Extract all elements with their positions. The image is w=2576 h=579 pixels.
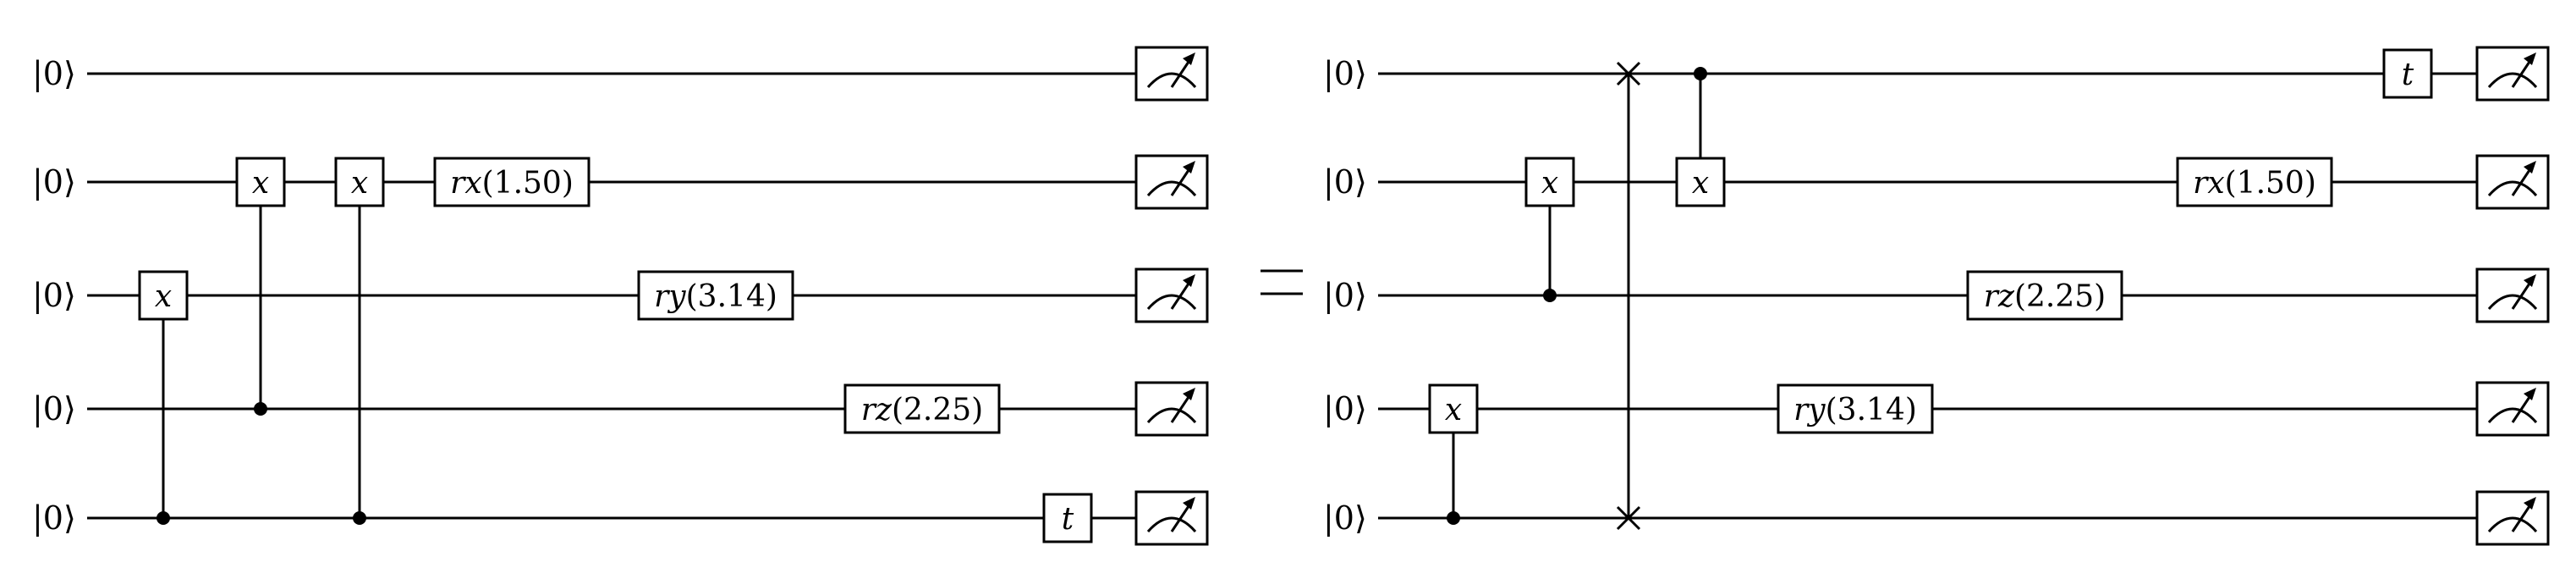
right-gate-label-7: t: [2402, 58, 2414, 92]
left-gate-label-3: rx(1.50): [450, 166, 574, 201]
right-control-dot-0: [1447, 511, 1460, 525]
right-measurement-2: [2475, 267, 2550, 323]
left-ket-4: |0⟩: [32, 499, 76, 537]
meter-arrowhead-icon: [2524, 52, 2536, 65]
left-circuit: |0⟩ |0⟩ |0⟩ |0⟩ |0⟩ x x x rx(1.50) ry(3.14) rz(2.2…: [32, 46, 1209, 546]
right-gate-label-5: rz(2.25): [1984, 279, 2106, 314]
left-gate-label-4: ry(3.14): [654, 279, 777, 314]
meter-arrowhead-icon: [1183, 274, 1195, 287]
left-gate-box-3: [433, 157, 590, 207]
right-gate-label-3: x: [1692, 166, 1709, 201]
right-gate-box-5: [1966, 270, 2123, 321]
left-gate-box-5: [843, 383, 1001, 434]
left-measurement-1: [1134, 154, 1209, 210]
right-control-dot-1: [1543, 289, 1557, 302]
meter-arc-icon: [1146, 516, 1197, 532]
left-gate-label-1: x: [252, 166, 269, 201]
meter-arrowhead-icon: [2524, 274, 2536, 287]
meter-arc-icon: [2487, 72, 2538, 88]
right-ket-2: |0⟩: [1323, 277, 1367, 314]
left-gate-box-0: [138, 270, 189, 321]
meter-arrowhead-icon: [1183, 161, 1195, 174]
meter-arrowhead-icon: [2524, 497, 2536, 510]
meter-arc-icon: [2487, 180, 2538, 196]
right-measurement-4: [2475, 490, 2550, 546]
left-measurement-2: [1134, 267, 1209, 323]
right-swap-cross-1: [1616, 505, 1641, 531]
right-gate-box-4: [1777, 383, 1934, 434]
left-ket-2: |0⟩: [32, 277, 76, 314]
left-gate-label-0: x: [155, 279, 172, 314]
left-measurement-3: [1134, 381, 1209, 437]
meter-arc-icon: [2487, 407, 2538, 423]
meter-arc-icon: [1146, 180, 1197, 196]
right-gate-box-6: [2176, 157, 2333, 207]
meter-arc-icon: [1146, 294, 1197, 310]
right-measurement-0: [2475, 46, 2550, 102]
left-gate-label-2: x: [351, 166, 368, 201]
meter-arrowhead-icon: [1183, 388, 1195, 400]
right-gate-box-3: [1675, 157, 1726, 207]
left-measurement-0: [1134, 46, 1209, 102]
right-gate-label-6: rx(1.50): [2193, 166, 2316, 201]
right-gate-box-1: [1524, 157, 1575, 207]
right-measurement-1: [2475, 154, 2550, 210]
meter-arrowhead-icon: [2524, 161, 2536, 174]
left-control-dot-2: [353, 511, 366, 525]
right-ket-1: |0⟩: [1323, 163, 1367, 201]
meter-arrowhead-icon: [2524, 388, 2536, 400]
left-measurement-4: [1134, 490, 1209, 546]
left-ket-3: |0⟩: [32, 390, 76, 427]
left-gate-label-6: t: [1062, 502, 1074, 537]
right-circuit: |0⟩ |0⟩ |0⟩ |0⟩ |0⟩ x x x ry(3.14) rz(2.25) rx(1.5…: [1323, 46, 2550, 546]
right-gate-label-0: x: [1445, 393, 1462, 427]
meter-arc-icon: [1146, 72, 1197, 88]
left-gate-box-6: [1042, 493, 1093, 543]
left-ket-1: |0⟩: [32, 163, 76, 201]
right-control-dot-3: [1694, 67, 1707, 80]
right-gate-label-1: x: [1541, 166, 1558, 201]
meter-arc-icon: [2487, 516, 2538, 532]
left-ket-0: |0⟩: [32, 55, 76, 92]
left-gate-box-4: [637, 270, 794, 321]
left-control-dot-0: [157, 511, 170, 525]
left-gate-label-5: rz(2.25): [861, 393, 983, 427]
left-control-dot-1: [254, 402, 267, 416]
meter-arrowhead-icon: [1183, 52, 1195, 65]
right-ket-0: |0⟩: [1323, 55, 1367, 92]
right-ket-4: |0⟩: [1323, 499, 1367, 537]
left-gate-box-1: [235, 157, 286, 207]
equals-sign: [1261, 269, 1303, 295]
meter-arc-icon: [2487, 294, 2538, 310]
meter-arrowhead-icon: [1183, 497, 1195, 510]
right-gate-box-0: [1428, 383, 1479, 434]
left-gate-box-2: [334, 157, 385, 207]
right-gate-label-4: ry(3.14): [1793, 393, 1917, 427]
right-measurement-3: [2475, 381, 2550, 437]
right-swap-cross-0: [1616, 61, 1641, 86]
right-gate-box-7: [2382, 48, 2433, 99]
right-ket-3: |0⟩: [1323, 390, 1367, 427]
meter-arc-icon: [1146, 407, 1197, 423]
